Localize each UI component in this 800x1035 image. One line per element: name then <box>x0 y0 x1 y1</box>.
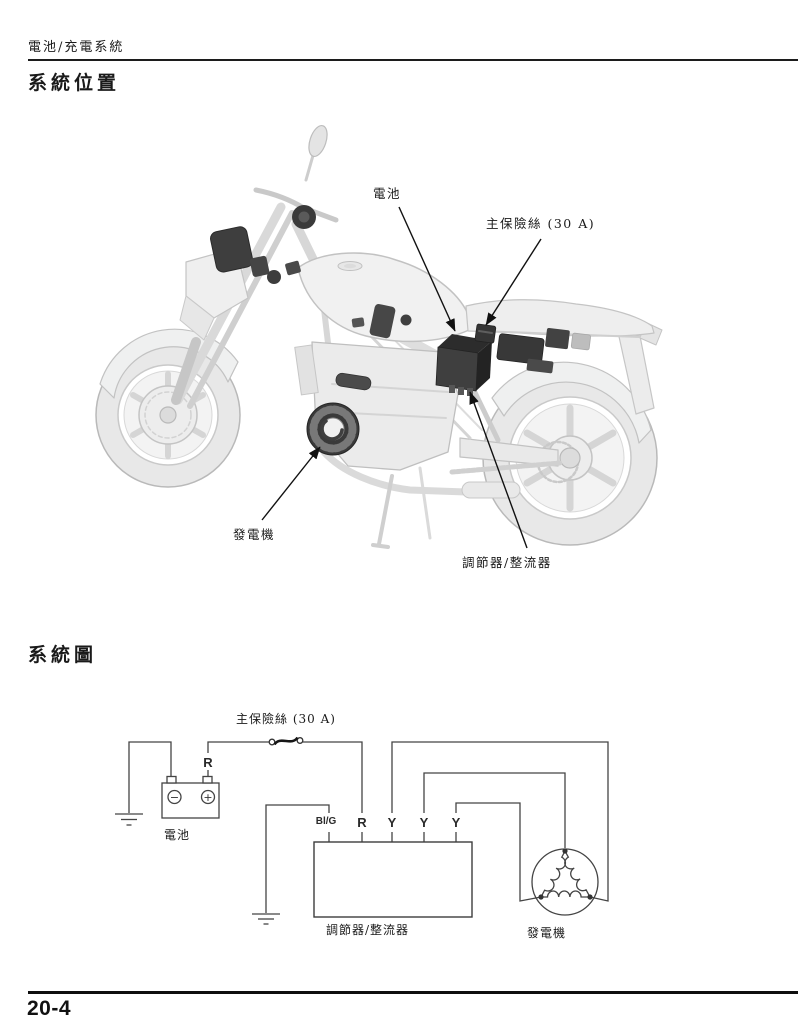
circuit-label-battery: 電池 <box>164 828 191 842</box>
footer-rule <box>28 991 798 994</box>
battery-positive-terminal <box>200 789 216 805</box>
wire-battery-ground <box>128 741 172 813</box>
battery-negative-terminal <box>167 789 182 805</box>
rear-wheel-graphic <box>482 370 658 546</box>
ground-symbol-left <box>115 813 143 826</box>
wire-y3 <box>455 802 542 902</box>
label-regulator: 調節器/整流器 <box>462 555 552 570</box>
generator-arrow <box>261 446 321 521</box>
label-main-fuse: 主保險絲 (30 A) <box>486 216 596 231</box>
regulator-box <box>313 841 473 918</box>
callout-arrows <box>261 206 542 549</box>
circuit-label-generator: 發電機 <box>527 926 567 940</box>
main-fuse-arrow <box>485 238 542 326</box>
terminal-label-y2: Y <box>419 815 429 830</box>
junction-dot <box>587 894 593 900</box>
battery-positive-sign: + <box>203 790 213 804</box>
drive-chain <box>449 460 563 475</box>
battery-symbol <box>161 775 220 819</box>
page-number: 20-4 <box>27 997 72 1020</box>
header-rule <box>28 59 798 61</box>
fuse-symbol <box>268 736 304 746</box>
regulator-arrow <box>469 391 528 549</box>
generator-part <box>306 402 360 456</box>
circuit-diagram <box>115 736 609 925</box>
other-electrical-parts <box>496 327 591 374</box>
junction-dot <box>538 894 544 900</box>
circuit-label-main-fuse: 主保險絲 (30 A) <box>236 712 336 726</box>
mirror <box>308 124 328 158</box>
section-title-location: 系統位置 <box>28 72 121 94</box>
label-generator: 發電機 <box>233 527 276 542</box>
swingarm <box>459 437 559 467</box>
terminal-label-y3: Y <box>451 815 461 830</box>
headlight-part <box>210 226 254 273</box>
battery-arrow <box>398 206 456 332</box>
page-header: 電池/充電系統 <box>28 40 125 55</box>
ground-symbol-right <box>252 913 280 925</box>
main-fuse-part <box>474 323 497 344</box>
wire-blg-ground <box>265 804 330 913</box>
circuit-label-battery-wire: R <box>203 755 213 770</box>
battery-negative-sign: − <box>169 790 180 804</box>
kickstand <box>377 474 394 546</box>
terminal-label-y1: Y <box>387 815 397 830</box>
starter-motor <box>335 372 372 391</box>
terminal-label-r: R <box>357 815 367 830</box>
terminal-label-blg: Bl/G <box>315 816 337 827</box>
label-battery: 電池 <box>373 186 402 201</box>
wire-y1 <box>391 741 609 902</box>
circuit-label-regulator: 調節器/整流器 <box>326 923 410 937</box>
wire-y2 <box>423 772 566 848</box>
generator-symbol <box>531 848 599 916</box>
motorcycle-illustration <box>95 124 663 549</box>
junction-dot <box>562 848 568 854</box>
section-title-diagram: 系統圖 <box>28 644 98 666</box>
